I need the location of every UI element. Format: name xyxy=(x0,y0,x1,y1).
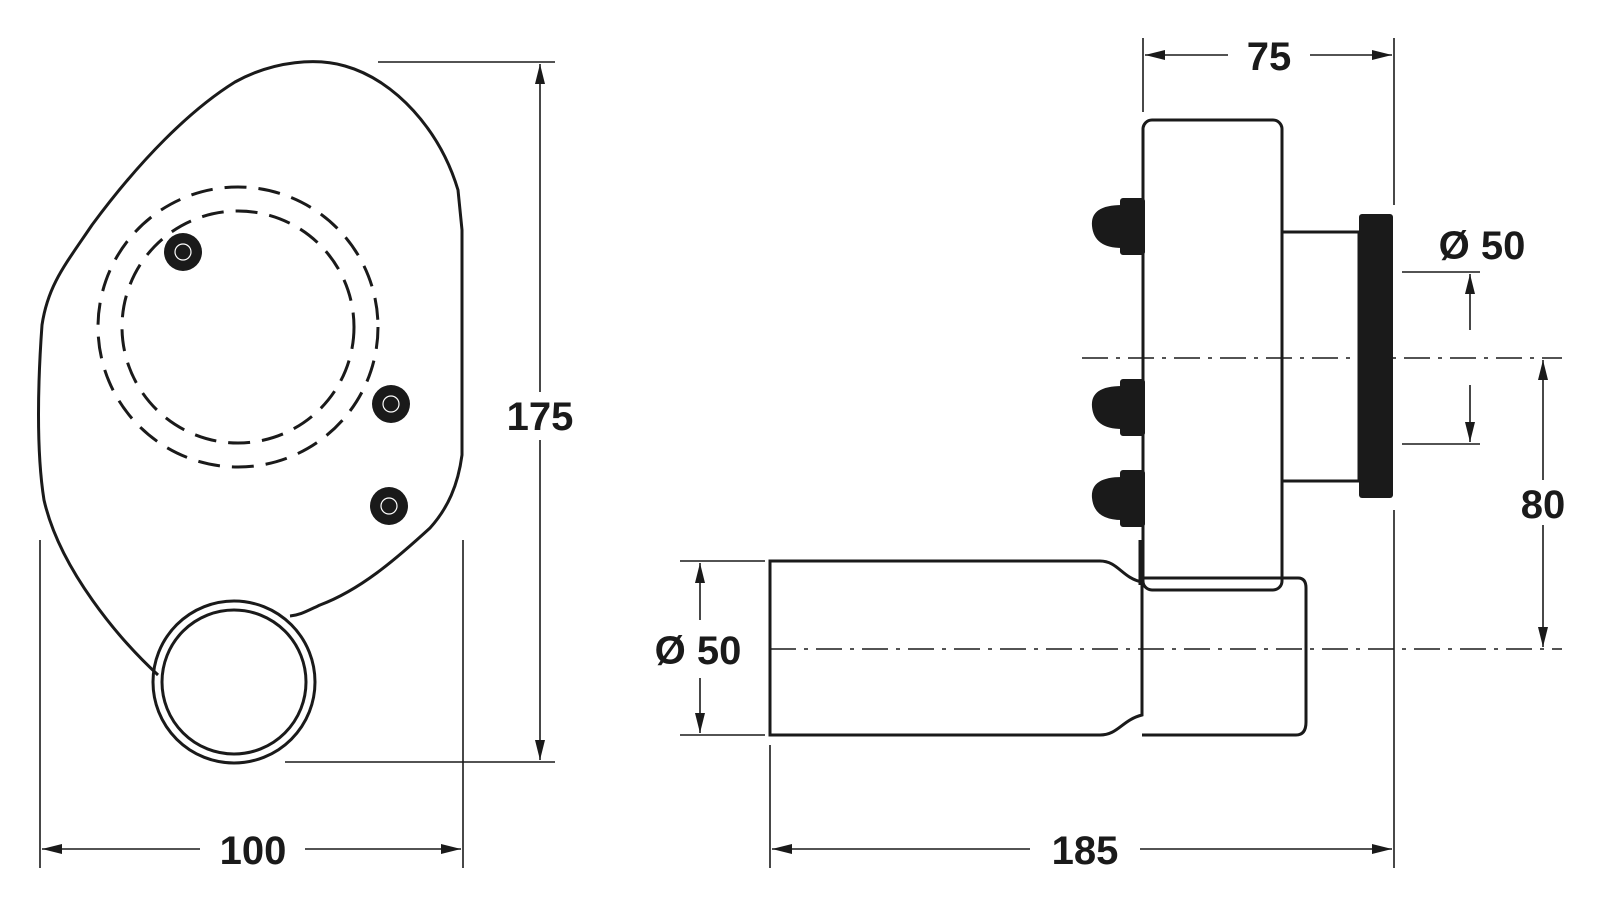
nut-icon xyxy=(1091,198,1145,255)
dimension-flange-diameter: Ø 50 xyxy=(1402,224,1526,445)
front-plate-outline xyxy=(37,60,464,677)
dimension-width-75: 75 xyxy=(1142,35,1395,205)
side-view xyxy=(768,118,1562,737)
dim-label: Ø 50 xyxy=(655,629,742,673)
dim-label: 175 xyxy=(507,395,574,439)
screw-head xyxy=(372,385,410,423)
dimension-tube-diameter: Ø 50 xyxy=(655,560,765,736)
nut-icon xyxy=(1091,470,1145,527)
lower-housing xyxy=(1142,576,1308,737)
dashed-circle-inner xyxy=(120,209,356,445)
nut-icon xyxy=(1091,379,1145,436)
dashed-circle-outer xyxy=(96,185,380,469)
dimension-width-100: 100 xyxy=(39,540,464,873)
dimension-length-185: 185 xyxy=(769,510,1395,873)
screw-head xyxy=(164,233,202,271)
tube-side xyxy=(768,559,1144,737)
flange xyxy=(1359,214,1393,498)
dim-label: 185 xyxy=(1052,829,1119,873)
dim-label: Ø 50 xyxy=(1439,224,1526,268)
dimension-center-80: 80 xyxy=(1521,360,1566,647)
screw-head xyxy=(370,487,408,525)
dim-label: 100 xyxy=(220,829,287,873)
tube-outer xyxy=(151,599,317,765)
body-block xyxy=(1141,118,1284,592)
dim-label: 80 xyxy=(1521,483,1566,527)
mounting-stem xyxy=(1280,230,1361,483)
dim-label: 75 xyxy=(1247,35,1292,79)
tube-inner xyxy=(160,608,308,756)
front-view xyxy=(37,60,464,765)
dimension-height-175: 175 xyxy=(285,61,574,763)
